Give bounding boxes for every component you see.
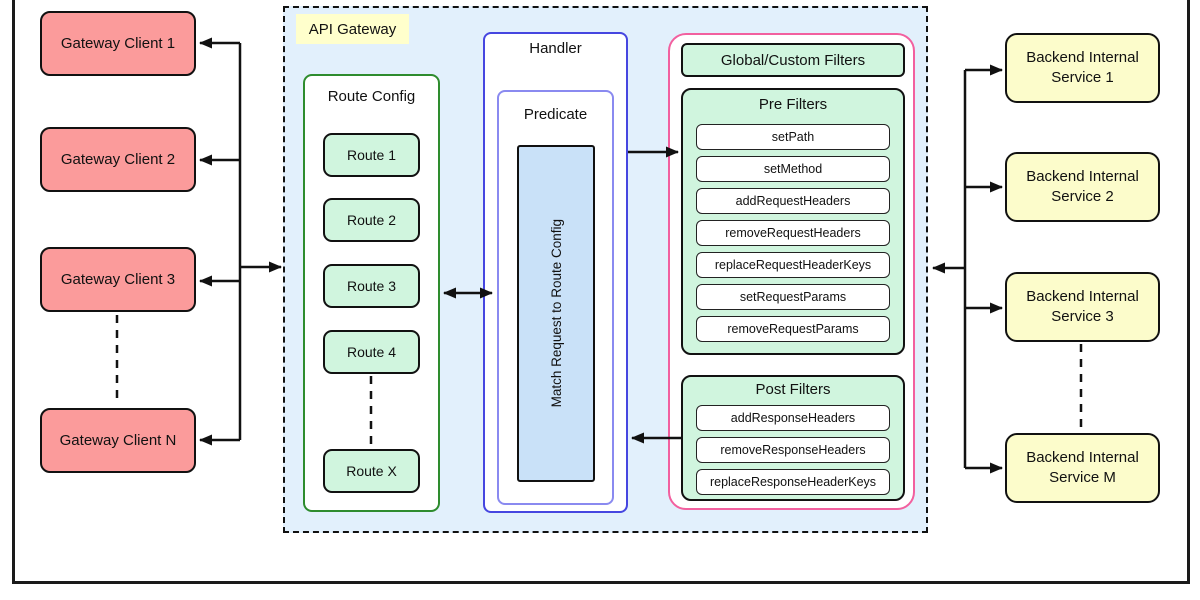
pre-filter-replacerequestheaderkeys-label: replaceRequestHeaderKeys	[714, 258, 872, 272]
route-x-label: Route X	[346, 463, 397, 479]
post-filter-addresponseheaders: addResponseHeaders	[696, 405, 890, 431]
pre-filter-setrequestparams: setRequestParams	[696, 284, 890, 310]
match-request-node: Match Request to Route Config	[517, 145, 595, 482]
route-4-node: Route 4	[323, 330, 420, 374]
global-custom-filters-header: Global/Custom Filters	[681, 43, 905, 77]
pre-filter-setpath: setPath	[696, 124, 890, 150]
diagram-outer-frame	[12, 0, 1190, 584]
route-4-label: Route 4	[346, 344, 397, 360]
backend-service-1-label: Backend Internal Service 1	[1026, 48, 1139, 86]
gateway-client-2-node: Gateway Client 2	[40, 127, 196, 192]
pre-filter-replacerequestheaderkeys: replaceRequestHeaderKeys	[696, 252, 890, 278]
post-filter-removeresponseheaders-label: removeResponseHeaders	[720, 443, 866, 457]
route-config-title: Route Config	[327, 88, 416, 105]
backend-service-2-label: Backend Internal Service 2	[1026, 167, 1139, 205]
match-request-label: Match Request to Route Config	[548, 219, 564, 408]
gateway-client-1-label: Gateway Client 1	[60, 35, 176, 52]
backend-service-1-node: Backend Internal Service 1	[1005, 33, 1160, 103]
gateway-client-3-label: Gateway Client 3	[60, 271, 176, 288]
post-filter-replaceresponseheaderkeys: replaceResponseHeaderKeys	[696, 469, 890, 495]
predicate-title: Predicate	[523, 106, 588, 123]
post-filters-title: Post Filters	[755, 381, 831, 398]
gateway-client-2-label: Gateway Client 2	[60, 151, 176, 168]
pre-filter-addrequestheaders: addRequestHeaders	[696, 188, 890, 214]
api-gateway-title: API Gateway	[296, 14, 409, 44]
route-1-node: Route 1	[323, 133, 420, 177]
route-2-node: Route 2	[323, 198, 420, 242]
post-filter-replaceresponseheaderkeys-label: replaceResponseHeaderKeys	[709, 475, 877, 489]
pre-filter-addrequestheaders-label: addRequestHeaders	[735, 194, 851, 208]
backend-service-m-node: Backend Internal Service M	[1005, 433, 1160, 503]
route-x-node: Route X	[323, 449, 420, 493]
gateway-client-3-node: Gateway Client 3	[40, 247, 196, 312]
pre-filter-removerequestheaders: removeRequestHeaders	[696, 220, 890, 246]
pre-filter-removerequestparams: removeRequestParams	[696, 316, 890, 342]
backend-service-3-node: Backend Internal Service 3	[1005, 272, 1160, 342]
route-3-node: Route 3	[323, 264, 420, 308]
gateway-client-n-node: Gateway Client N	[40, 408, 196, 473]
backend-service-m-label: Backend Internal Service M	[1026, 448, 1139, 486]
pre-filter-setrequestparams-label: setRequestParams	[739, 290, 847, 304]
handler-title: Handler	[529, 40, 582, 57]
post-filter-removeresponseheaders: removeResponseHeaders	[696, 437, 890, 463]
pre-filter-setmethod: setMethod	[696, 156, 890, 182]
route-1-label: Route 1	[346, 147, 397, 163]
pre-filter-removerequestparams-label: removeRequestParams	[727, 322, 859, 336]
backend-service-3-label: Backend Internal Service 3	[1026, 287, 1139, 325]
pre-filters-title: Pre Filters	[758, 96, 828, 113]
route-2-label: Route 2	[346, 212, 397, 228]
gateway-client-1-node: Gateway Client 1	[40, 11, 196, 76]
pre-filter-removerequestheaders-label: removeRequestHeaders	[725, 226, 861, 240]
route-3-label: Route 3	[346, 278, 397, 294]
post-filter-addresponseheaders-label: addResponseHeaders	[730, 411, 856, 425]
pre-filter-setmethod-label: setMethod	[763, 162, 823, 176]
backend-service-2-node: Backend Internal Service 2	[1005, 152, 1160, 222]
gateway-client-n-label: Gateway Client N	[59, 432, 177, 449]
pre-filter-setpath-label: setPath	[771, 130, 815, 144]
global-custom-filters-label: Global/Custom Filters	[720, 51, 866, 69]
